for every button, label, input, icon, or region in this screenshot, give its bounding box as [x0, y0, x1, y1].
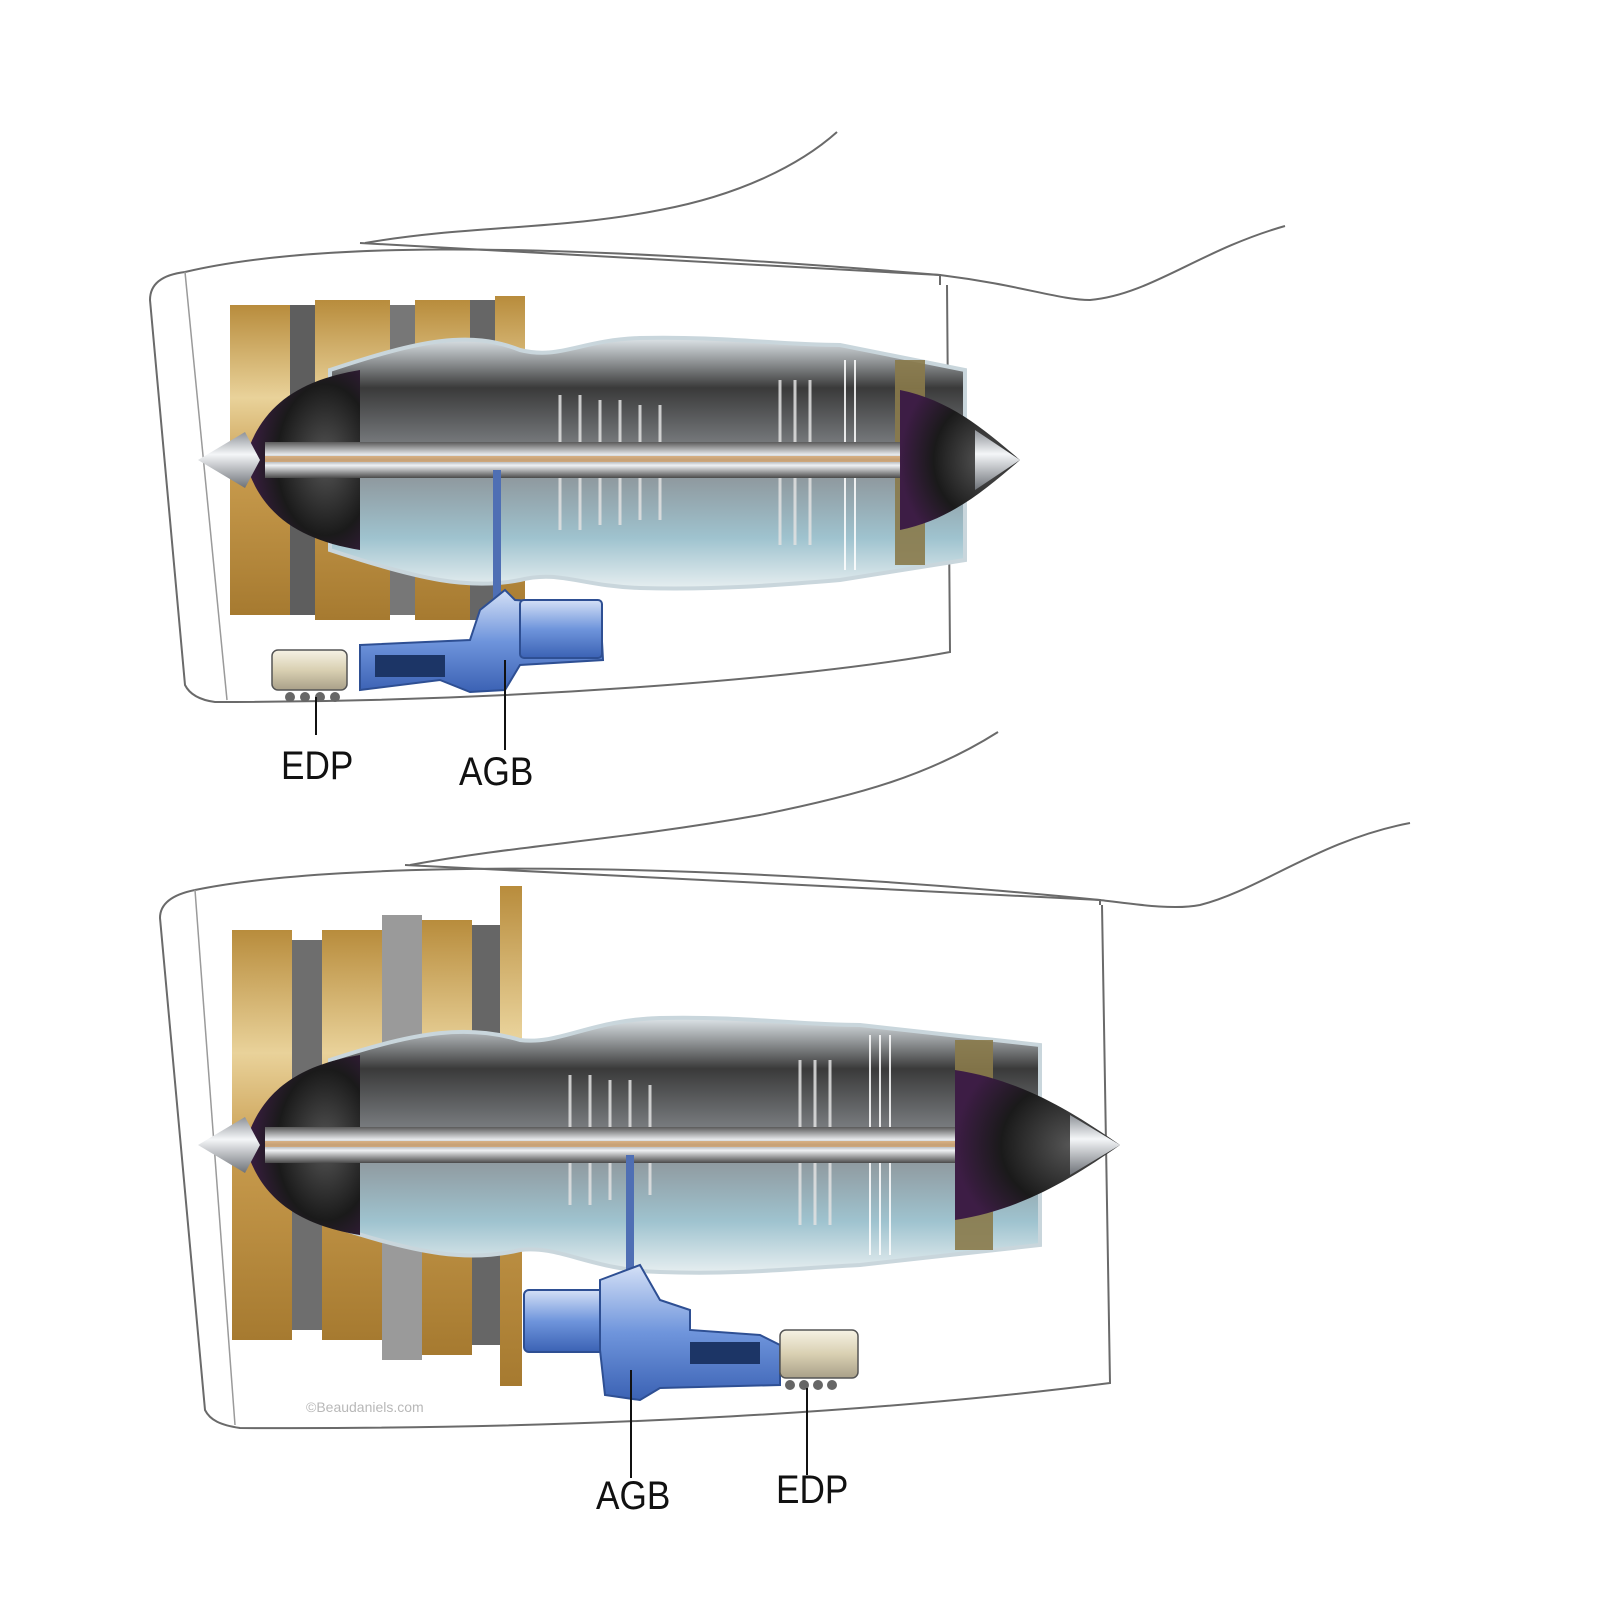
- accessory-gearbox: [359, 588, 605, 694]
- label-edp-bottom: EDP: [776, 1468, 849, 1512]
- engine-cutaway-top: [148, 131, 1286, 750]
- watermark: ©Beaudaniels.com: [306, 1399, 424, 1415]
- accessory-gearbox: [523, 1263, 781, 1402]
- exhaust-plug: [955, 1070, 1120, 1220]
- agb-drive-shaft: [626, 1155, 634, 1375]
- pylon-outline: [404, 731, 1411, 909]
- exhaust-plug: [900, 390, 1020, 530]
- agb-drive-shaft: [493, 470, 501, 690]
- engine-diagram-bottom: ©Beaudaniels.com AGB EDP: [0, 720, 1600, 1600]
- engine-driven-pump: [779, 1329, 859, 1390]
- nose-cone: [198, 1117, 260, 1173]
- pylon-outline: [359, 131, 1286, 302]
- label-agb-top: AGB: [459, 750, 534, 794]
- label-agb-bottom: AGB: [596, 1474, 671, 1518]
- engine-driven-pump: [271, 649, 348, 702]
- nacelle-outline: [158, 867, 1112, 1430]
- label-edp-top: EDP: [281, 744, 354, 788]
- engine-cutaway-bottom: [158, 731, 1411, 1478]
- engine-diagram-top: EDP AGB: [148, 131, 1286, 794]
- nose-cone: [198, 432, 260, 488]
